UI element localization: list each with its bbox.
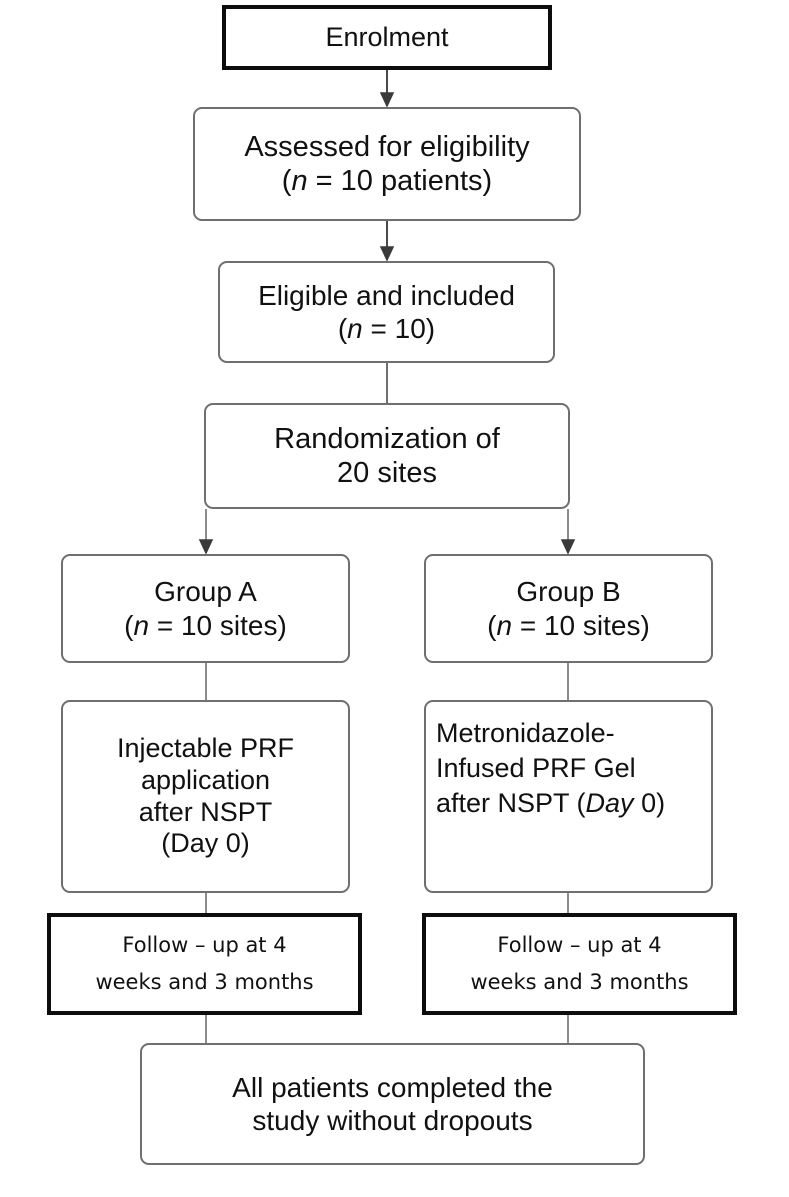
node-assessed-line2-pre: ( — [281, 165, 292, 197]
node-followup-b-line2: weeks and 3 months — [470, 970, 689, 994]
node-arm-b-line2: Infused PRF Gel — [436, 753, 636, 784]
node-eligible-line2-post: = 10) — [362, 313, 436, 344]
node-arm-a-injectable-prf: Injectable PRF application after NSPT (D… — [61, 700, 350, 893]
node-followup-a: Follow – up at 4 weeks and 3 months — [47, 913, 362, 1015]
node-arm-b-line3-italic: Day — [585, 788, 634, 819]
node-group-a-label: Group A (n = 10 sites) — [63, 575, 348, 641]
node-arm-b-line1: Metronidazole- — [436, 718, 615, 748]
node-all-patients-completed: All patients completed the study without… — [140, 1043, 645, 1165]
node-followup-a-line1: Follow – up at 4 — [122, 933, 287, 958]
node-assessed-line1: Assessed for eligibility — [244, 130, 530, 163]
node-group-a: Group A (n = 10 sites) — [61, 554, 350, 663]
node-randomization: Randomization of 20 sites — [204, 403, 570, 509]
node-followup-a-line2: weeks and 3 months — [95, 970, 314, 994]
node-arm-a-line4: (Day 0) — [161, 828, 250, 859]
node-arm-b-line3-pre: after NSPT ( — [436, 788, 586, 819]
node-completed-line2: study without dropouts — [252, 1105, 533, 1136]
node-group-b: Group B (n = 10 sites) — [424, 554, 713, 663]
node-group-a-line2-pre: ( — [124, 609, 134, 641]
node-group-b-line1: Group B — [516, 576, 621, 608]
node-group-a-line1: Group A — [154, 576, 257, 608]
node-group-b-line2-pre: ( — [487, 609, 497, 641]
node-arm-a-line1: Injectable PRF — [116, 732, 295, 763]
node-assessed-label: Assessed for eligibility (n = 10 patient… — [195, 130, 579, 198]
node-randomization-label: Randomization of 20 sites — [206, 422, 568, 490]
node-arm-a-line2: application — [140, 764, 271, 795]
node-randomization-line2: 20 sites — [337, 457, 437, 489]
node-group-b-line2-italic: n — [496, 609, 513, 641]
node-randomization-line1: Randomization of — [274, 422, 500, 455]
node-arm-a-line3: after NSPT — [138, 796, 273, 827]
node-enrolment-label: Enrolment — [325, 21, 449, 52]
node-group-b-label: Group B (n = 10 sites) — [426, 575, 711, 641]
node-assessed-line2-post: = 10 patients) — [307, 165, 493, 197]
node-enrolment: Enrolment — [222, 5, 552, 70]
node-eligible-label: Eligible and included (n = 10) — [220, 279, 553, 345]
node-arm-b-label: Metronidazole- Infused PRF Gel after NSP… — [426, 702, 711, 821]
node-group-a-line2-post: = 10 sites) — [149, 609, 287, 641]
node-followup-b: Follow – up at 4 weeks and 3 months — [422, 913, 737, 1015]
node-assessed-line2-italic: n — [291, 165, 308, 197]
node-completed-line1: All patients completed the — [232, 1071, 553, 1103]
node-arm-b-metronidazole-prf-gel: Metronidazole- Infused PRF Gel after NSP… — [424, 700, 713, 893]
node-followup-b-label: Follow – up at 4 weeks and 3 months — [426, 927, 733, 1001]
node-assessed-for-eligibility: Assessed for eligibility (n = 10 patient… — [193, 107, 581, 221]
node-completed-label: All patients completed the study without… — [142, 1071, 643, 1137]
node-group-a-line2-italic: n — [133, 609, 150, 641]
node-arm-b-line3-post: 0) — [633, 788, 666, 819]
node-group-b-line2-post: = 10 sites) — [512, 609, 650, 641]
node-eligible-line2-italic: n — [347, 313, 363, 344]
node-followup-b-line1: Follow – up at 4 — [497, 933, 662, 958]
node-arm-a-label: Injectable PRF application after NSPT (D… — [63, 733, 348, 860]
node-eligible-line2-pre: ( — [337, 313, 348, 344]
node-eligible-line1: Eligible and included — [258, 279, 515, 311]
node-followup-a-label: Follow – up at 4 weeks and 3 months — [51, 927, 358, 1001]
node-eligible-and-included: Eligible and included (n = 10) — [218, 261, 555, 363]
